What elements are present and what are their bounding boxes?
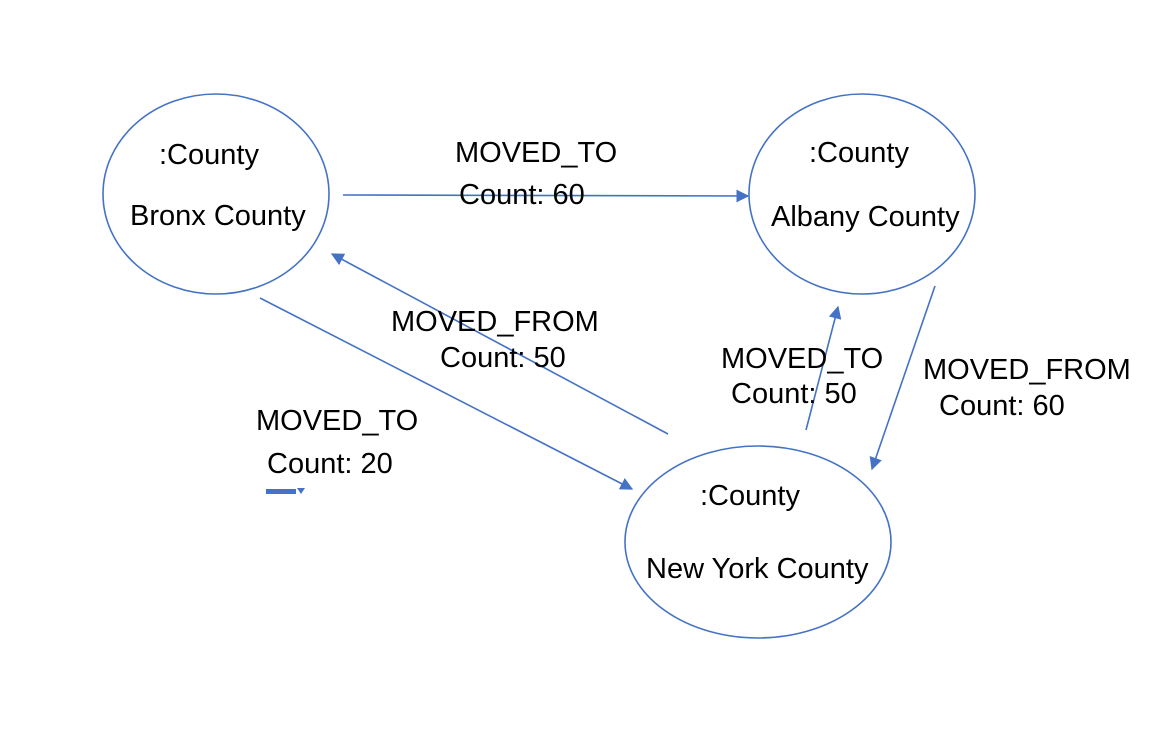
edge-bronx-newyork-count-label: Count: 20 <box>267 448 393 480</box>
edge-bronx-to-albany <box>342 189 750 203</box>
node-bronx-county <box>102 93 330 295</box>
edge-newyork-albany-count-label: Count: 50 <box>731 378 857 410</box>
node-new-york-county <box>624 445 892 639</box>
edge-bronx-to-newyork <box>259 297 634 490</box>
edge-newyork-to-albany <box>805 305 842 431</box>
edge-newyork-albany-rel-label: MOVED_TO <box>721 343 884 375</box>
node-albany-county <box>748 93 976 295</box>
edge-bronx-albany-count-label: Count: 60 <box>459 179 585 211</box>
edge-albany-newyork-count-label: Count: 60 <box>939 390 1065 422</box>
node-newyork-name-label: New York County <box>646 553 869 585</box>
selection-handle-arrow <box>297 488 305 494</box>
edge-bronx-newyork-rel-label: MOVED_TO <box>256 405 419 437</box>
edge-newyork-bronx-count-label: Count: 50 <box>440 342 566 374</box>
node-albany-type-label: :County <box>809 137 909 169</box>
edge-newyork-to-bronx <box>330 253 669 435</box>
node-bronx-name-label: Bronx County <box>130 200 306 232</box>
edge-albany-to-newyork <box>869 285 936 471</box>
node-newyork-type-label: :County <box>700 480 800 512</box>
edge-newyork-bronx-rel-label: MOVED_FROM <box>391 306 599 338</box>
edge-albany-newyork-rel-label: MOVED_FROM <box>923 354 1131 386</box>
node-albany-name-label: Albany County <box>771 201 960 233</box>
selection-handle <box>266 489 296 494</box>
node-bronx-type-label: :County <box>159 139 259 171</box>
edge-bronx-albany-rel-label: MOVED_TO <box>455 137 618 169</box>
